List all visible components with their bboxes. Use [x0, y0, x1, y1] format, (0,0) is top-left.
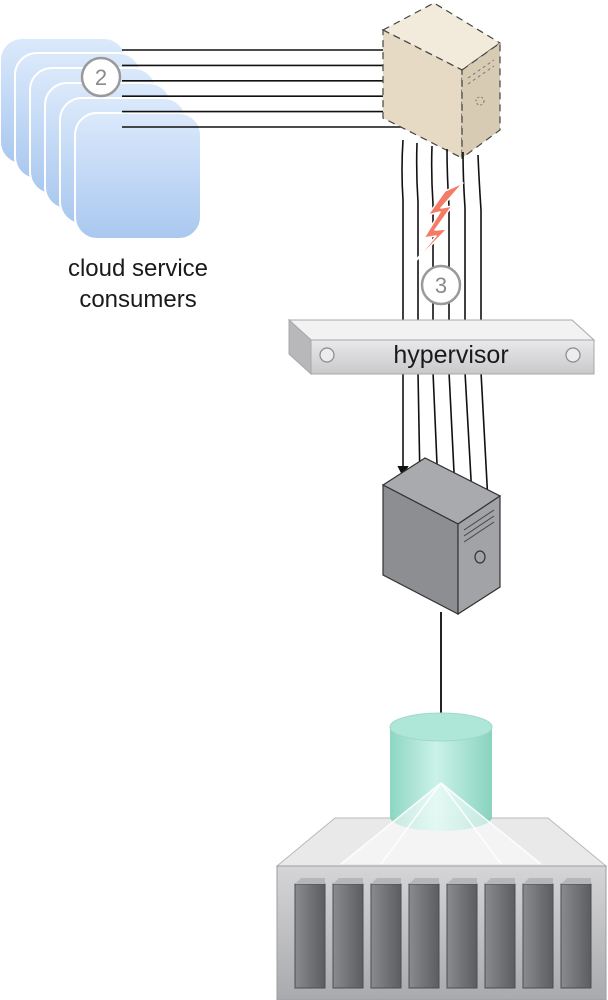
- storage-blade-top: [333, 878, 363, 884]
- storage-blade-top: [561, 878, 591, 884]
- storage-blade: [484, 883, 516, 989]
- hypervisor-request-arrow: [464, 371, 478, 499]
- storage-blade: [446, 883, 478, 989]
- storage-array-blades: [294, 878, 592, 989]
- consumer-tile-6: [74, 112, 202, 240]
- step-3-circle: [420, 264, 462, 306]
- hypervisor-request-path: [477, 154, 482, 325]
- storage-icon: [340, 712, 542, 865]
- storage-blade-top: [409, 878, 439, 884]
- consumers-label-line1: cloud service: [68, 255, 208, 282]
- consumer-request-arrows: [122, 44, 422, 133]
- storage-blade: [560, 883, 592, 989]
- storage-blade: [332, 883, 364, 989]
- hypervisor-request-arrow: [448, 371, 461, 494]
- step-3-marker: 3: [420, 264, 462, 306]
- hypervisor-bar: [287, 318, 596, 376]
- hypervisor-request-path: [401, 139, 404, 325]
- hypervisor-label: hypervisor: [393, 341, 508, 369]
- hypervisor-request-path: [415, 142, 419, 325]
- consumers-label-line2: consumers: [79, 286, 196, 313]
- step-2-marker: 2: [80, 56, 122, 98]
- step-2-number: 2: [95, 65, 107, 90]
- storage-blade: [294, 883, 326, 989]
- hypervisor-screw-left: [319, 347, 335, 363]
- hypervisor-screw-right: [565, 347, 581, 363]
- virtual-server-icon: [381, 2, 502, 160]
- hypervisor-request-path: [430, 145, 434, 325]
- storage-blade-top: [523, 878, 553, 884]
- hypervisor-request-path: [462, 151, 466, 325]
- storage-blade-top: [371, 878, 401, 884]
- physical-server-icon: [381, 457, 502, 616]
- storage-blade-top: [447, 878, 477, 884]
- storage-blade-top: [295, 878, 325, 884]
- storage-blade: [408, 883, 440, 989]
- step-2-circle: [80, 56, 122, 98]
- storage-blade: [370, 883, 402, 989]
- step-3-number: 3: [435, 273, 447, 298]
- hypervisor-request-arrow: [480, 371, 494, 504]
- lightning-bolt-icon: [410, 182, 464, 267]
- storage-blade: [522, 883, 554, 989]
- storage-blade-top: [485, 878, 515, 884]
